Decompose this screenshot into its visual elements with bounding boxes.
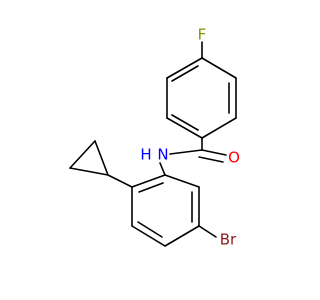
cyclopropyl-group — [69, 140, 133, 188]
bond — [171, 65, 199, 82]
oxygen-label: O — [228, 149, 240, 167]
bond — [69, 167, 109, 176]
bond — [171, 114, 199, 131]
bond — [137, 221, 163, 238]
bond-n-c — [159, 162, 166, 176]
bond-c-n — [169, 149, 203, 155]
bond — [107, 174, 133, 188]
molecule-canvas: F O H N Br — [69, 26, 240, 249]
nitrogen-label: N — [157, 146, 168, 164]
bond — [166, 57, 203, 79]
bond — [201, 117, 237, 139]
fluorine-label: F — [198, 26, 207, 44]
bond-c-o — [201, 149, 227, 156]
bond-c-o — [198, 156, 224, 163]
bromine-label: Br — [220, 231, 237, 249]
bond — [69, 140, 96, 169]
nitrogen-h-label: H — [140, 146, 151, 164]
bond — [131, 225, 166, 247]
bond — [138, 182, 164, 193]
structure-drawing: F O H N Br — [69, 26, 240, 249]
bond-c-br — [198, 225, 217, 238]
bond — [131, 174, 166, 188]
bond — [201, 57, 237, 79]
bromophenyl-ring — [131, 174, 200, 247]
bond — [94, 140, 109, 176]
bond — [164, 174, 200, 188]
bond — [166, 117, 203, 139]
fluorophenyl-ring — [166, 57, 237, 139]
bond — [164, 225, 200, 247]
